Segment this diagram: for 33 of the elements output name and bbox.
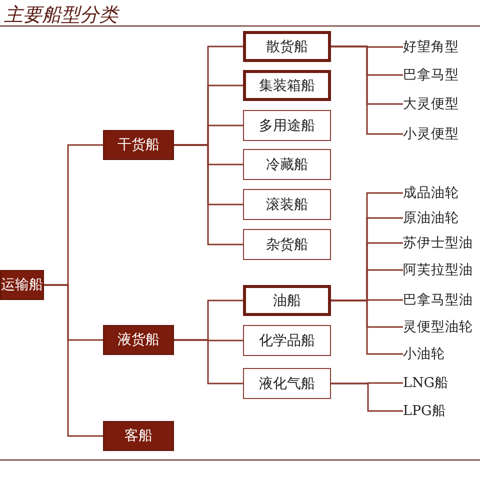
- ship-type-label: 好望角型: [403, 37, 480, 57]
- connector-line: [331, 46, 403, 135]
- highlighted-box: 集装箱船: [243, 70, 331, 101]
- ship-type-label: 小灵便型: [403, 124, 480, 144]
- highlighted-box: 散货船: [243, 31, 331, 62]
- type-box: 化学品船: [243, 325, 331, 356]
- type-box: 液化气船: [243, 368, 331, 399]
- ship-type-label: 原油油轮: [403, 208, 480, 228]
- type-box: 杂货船: [243, 229, 331, 260]
- ship-type-label: 小油轮: [403, 344, 480, 364]
- type-box: 多用途船: [243, 110, 331, 141]
- ship-type-label: 灵便型油轮: [403, 317, 480, 337]
- category-box: 运输船: [0, 270, 44, 300]
- ship-type-label: LNG船: [403, 373, 480, 393]
- type-box: 冷藏船: [243, 149, 331, 180]
- ship-type-label: 大灵便型: [403, 94, 480, 114]
- type-box: 滚装船: [243, 189, 331, 220]
- diagram-title: 主要船型分类: [4, 3, 118, 28]
- ship-type-label: 巴拿马型油: [403, 290, 480, 310]
- connector-line: [331, 382, 403, 412]
- ship-type-label: LPG船: [403, 401, 480, 421]
- ship-type-label: 苏伊士型油: [403, 233, 480, 253]
- highlighted-box: 油船: [243, 285, 331, 316]
- connector-line: [174, 339, 243, 384]
- category-box: 干货船: [103, 130, 174, 160]
- category-box: 客船: [103, 421, 174, 451]
- ship-type-label: 阿芙拉型油: [403, 260, 480, 280]
- connector-line: [331, 300, 403, 355]
- category-box: 液货船: [103, 325, 174, 355]
- connector-line: [44, 284, 103, 437]
- connector-line: [174, 144, 243, 246]
- ship-type-label: 巴拿马型: [403, 65, 480, 85]
- ship-type-label: 成品油轮: [403, 183, 480, 203]
